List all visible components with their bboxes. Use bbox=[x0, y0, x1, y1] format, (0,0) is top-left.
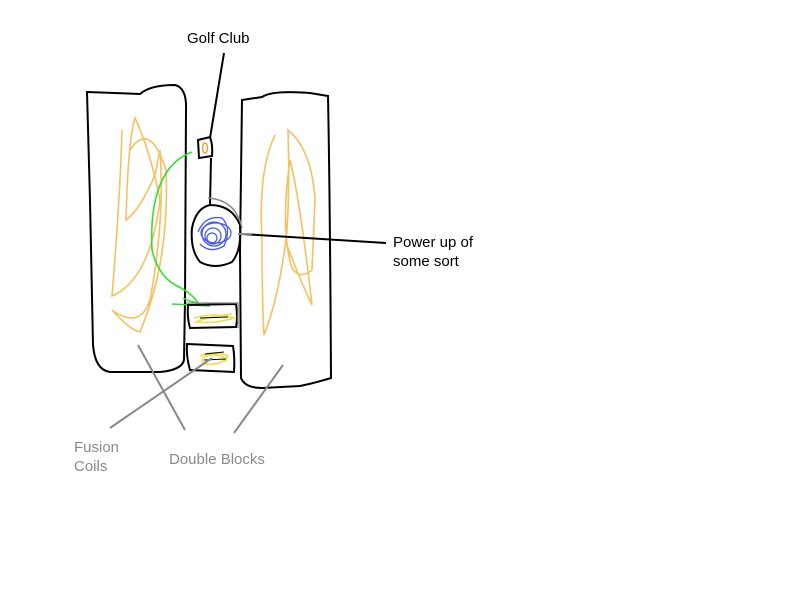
double-blocks-pointer-left bbox=[137, 344, 186, 431]
fusion-coils-pointer bbox=[109, 357, 213, 429]
golf-club-box bbox=[196, 135, 214, 160]
double-blocks-pointer-right bbox=[233, 364, 284, 434]
power-up-label: Power up of some sort bbox=[393, 233, 473, 271]
power-up-label-line1: Power up of bbox=[393, 234, 474, 251]
double-blocks-label: Double Blocks bbox=[169, 451, 265, 468]
upper-fusion-coil-block-grey bbox=[186, 302, 239, 328]
left-double-block bbox=[85, 83, 188, 373]
golf-club-core bbox=[201, 142, 209, 154]
upper-fusion-coil-dark bbox=[199, 316, 229, 319]
upper-fusion-coil-block bbox=[186, 302, 238, 330]
right-fusion-coil bbox=[260, 128, 316, 336]
left-fusion-coil bbox=[111, 115, 168, 333]
golf-club-label: Golf Club bbox=[187, 30, 250, 47]
fusion-coils-label-line1: Fusion bbox=[74, 439, 120, 456]
upper-fusion-coil bbox=[192, 313, 237, 324]
fusion-coils-label-line2: Coils bbox=[74, 458, 108, 475]
golf-club-pointer bbox=[209, 52, 225, 139]
power-up-housing-grey bbox=[207, 197, 243, 229]
lower-fusion-coil-block bbox=[185, 342, 236, 374]
power-up-core bbox=[197, 216, 232, 251]
right-double-block bbox=[238, 91, 333, 390]
power-up-housing bbox=[190, 203, 242, 267]
power-up-pointer bbox=[241, 233, 387, 244]
fusion-coils-label: Fusion Coils bbox=[74, 438, 119, 476]
power-up-label-line2: some sort bbox=[393, 253, 459, 270]
golf-club-shaft bbox=[209, 157, 212, 206]
